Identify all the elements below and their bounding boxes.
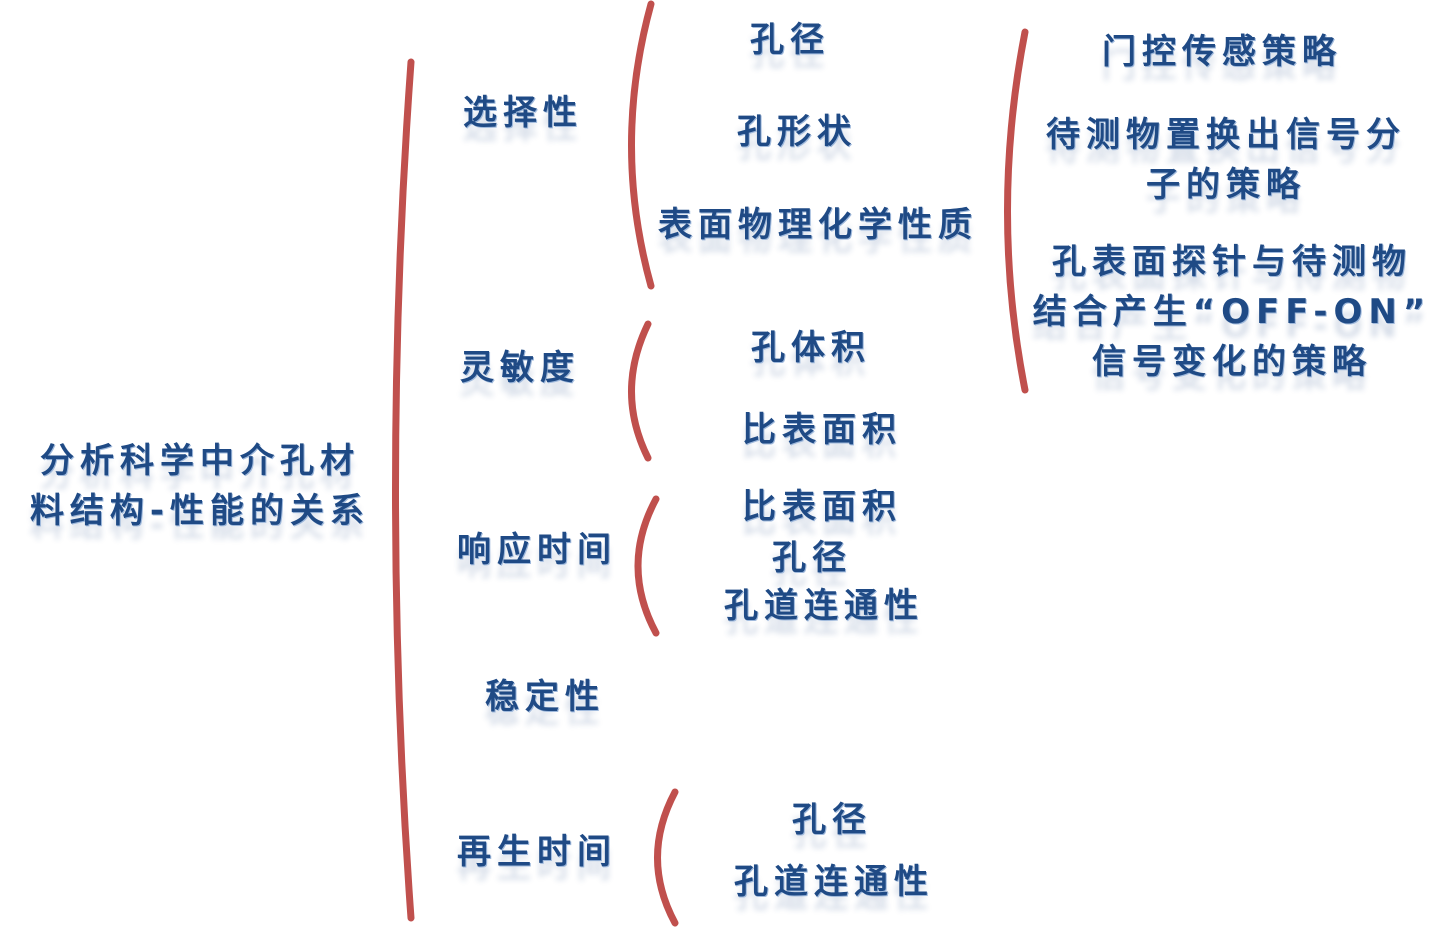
root-node: 分析科学中介孔材 料结构-性能的关系 <box>30 436 370 536</box>
item-pore-connectivity: 孔道连通性 <box>734 862 934 902</box>
item-surface-area: 比表面积 <box>742 487 902 527</box>
category-response-time: 响应时间 <box>457 530 617 570</box>
regeneration-bracket <box>654 788 679 927</box>
root-line1: 分析科学中介孔材 <box>40 441 360 481</box>
item-surface-properties: 表面物理化学性质 <box>658 205 978 245</box>
item-pore-size: 孔径 <box>772 538 852 578</box>
category-sensitivity: 灵敏度 <box>460 348 580 388</box>
category-selectivity: 选择性 <box>463 93 583 133</box>
strategy-gating: 门控传感策略 <box>1102 32 1342 72</box>
strategy-off-on-line3: 信号变化的策略 <box>1091 342 1372 382</box>
item-pore-connectivity: 孔道连通性 <box>724 586 924 626</box>
strategy-displacement-line1: 待测物置换出信号分 <box>1046 115 1406 155</box>
item-pore-volume: 孔体积 <box>751 328 871 368</box>
strategy-bracket <box>1004 28 1029 394</box>
root-line2: 料结构-性能的关系 <box>29 491 371 531</box>
strategy-off-on-line1: 孔表面探针与待测物 <box>1051 242 1412 282</box>
sensitivity-bracket <box>628 320 652 462</box>
item-pore-size: 孔径 <box>792 800 872 840</box>
strategy-displacement-line2: 子的策略 <box>1146 165 1306 205</box>
category-stability: 稳定性 <box>485 677 605 717</box>
root-bracket <box>392 58 415 922</box>
response-time-bracket <box>634 495 660 637</box>
category-regeneration-time: 再生时间 <box>457 832 617 872</box>
item-pore-size: 孔径 <box>750 20 830 60</box>
item-pore-shape: 孔形状 <box>737 112 857 152</box>
item-surface-area: 比表面积 <box>742 410 902 450</box>
selectivity-bracket <box>628 0 655 290</box>
strategy-off-on: 孔表面探针与待测物 结合产生“OFF-ON” 信号变化的策略 <box>1033 237 1431 387</box>
strategy-off-on-line2: 结合产生“OFF-ON” <box>1032 292 1432 332</box>
strategy-displacement: 待测物置换出信号分 子的策略 <box>1046 110 1406 210</box>
